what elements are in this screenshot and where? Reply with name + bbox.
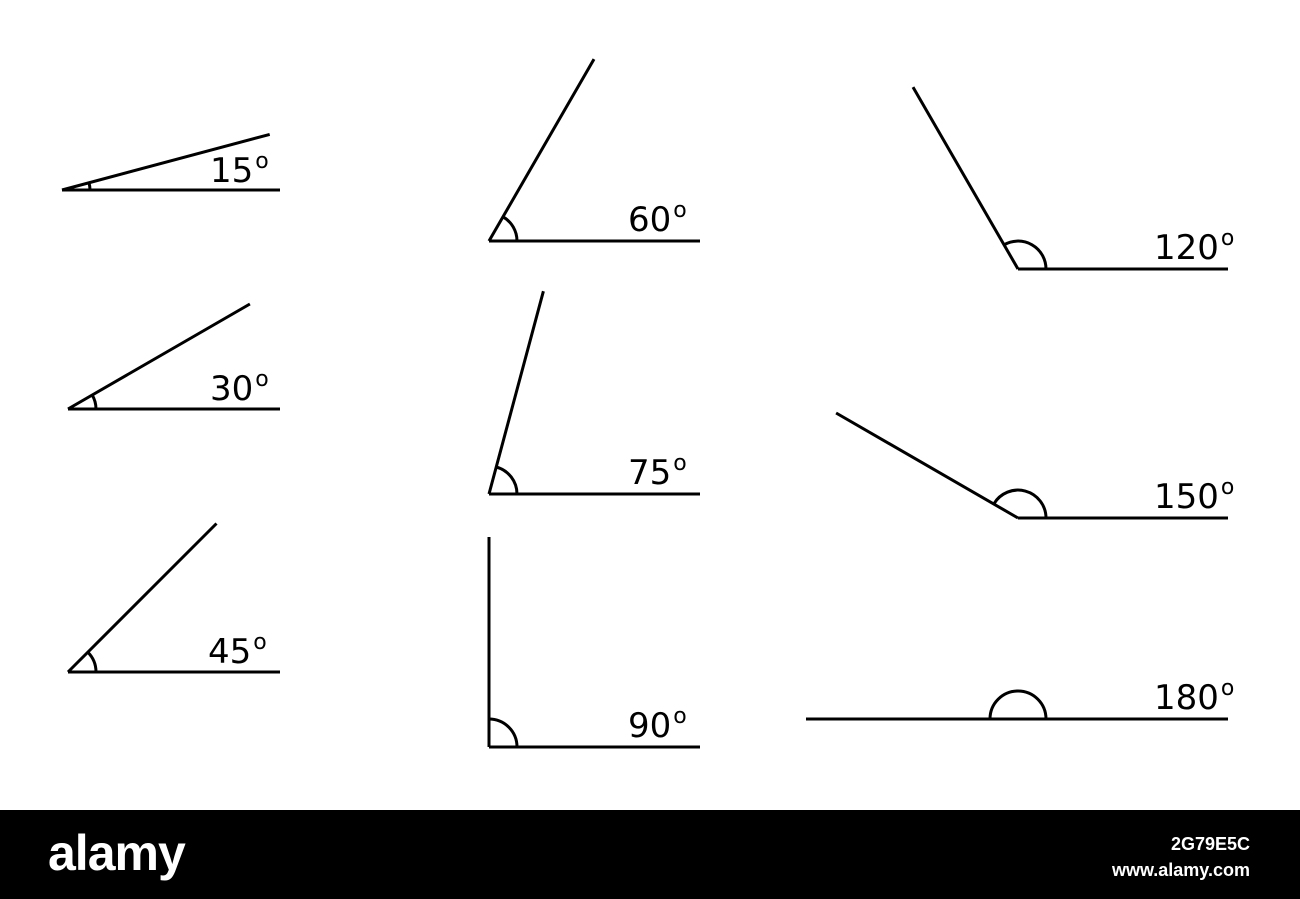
angle-label: 75o	[628, 451, 687, 493]
angle-label: 45o	[208, 630, 267, 672]
angle-30: 30o	[67, 302, 280, 411]
degree-symbol: o	[673, 198, 686, 223]
angle-ray	[835, 411, 1019, 520]
angle-60: 60o	[487, 58, 700, 243]
degree-symbol: o	[673, 451, 686, 476]
angle-label: 90o	[628, 704, 687, 746]
degree-symbol: o	[253, 630, 266, 655]
image-id: 2G79E5C	[1170, 834, 1250, 854]
angle-ray	[911, 86, 1020, 270]
angle-90: 90o	[487, 537, 700, 749]
angle-ray	[61, 132, 271, 192]
degree-symbol: o	[255, 367, 268, 392]
angle-arc	[502, 215, 519, 242]
angle-150: 150o	[835, 411, 1234, 520]
angle-arc	[90, 394, 98, 410]
angle-arc	[988, 689, 1048, 720]
angle-ray	[487, 290, 545, 495]
angle-label: 120o	[1154, 226, 1234, 268]
angle-label: 15o	[210, 149, 269, 191]
angle-ray	[67, 302, 251, 411]
angle-ray	[487, 58, 596, 242]
angle-180: 180o	[806, 676, 1234, 721]
angle-arc	[488, 717, 519, 748]
angle-arc	[86, 651, 98, 673]
angle-label: 60o	[628, 198, 687, 240]
angle-75: 75o	[487, 290, 700, 496]
angle-arc	[992, 488, 1048, 519]
angle-45: 45o	[66, 522, 280, 674]
degree-symbol: o	[1221, 475, 1234, 500]
angle-ray	[66, 522, 218, 674]
angle-arc	[87, 182, 92, 191]
alamy-logo: alamy	[48, 825, 186, 881]
angle-label: 30o	[210, 367, 269, 409]
angle-label: 150o	[1154, 475, 1234, 517]
degree-symbol: o	[673, 704, 686, 729]
degree-symbol: o	[1221, 676, 1234, 701]
angle-arc	[495, 465, 519, 495]
angle-15: 15o	[61, 132, 280, 192]
watermark-bar: alamy 2G79E5C www.alamy.com	[0, 810, 1300, 899]
angle-arc	[1003, 239, 1048, 270]
angles-diagram: 15o 30o 45o 60o 75o 90o 120o 150o 180o	[61, 58, 1234, 749]
angle-label: 180o	[1154, 676, 1234, 718]
degree-symbol: o	[255, 149, 268, 174]
site-url: www.alamy.com	[1111, 860, 1250, 880]
degree-symbol: o	[1221, 226, 1234, 251]
angle-120: 120o	[911, 86, 1234, 271]
